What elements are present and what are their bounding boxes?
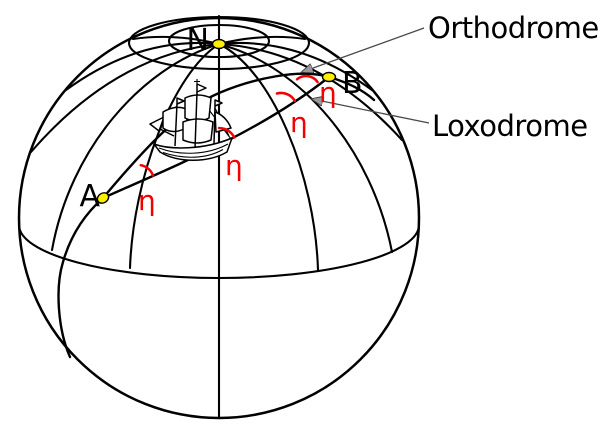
angle-label-3: η [290, 106, 308, 139]
north-pole-marker [211, 38, 227, 50]
north-pole-label: N [187, 23, 209, 58]
meridian-line [217, 42, 404, 142]
orthodrome-arrow [302, 27, 425, 72]
loxodrome-arrow [312, 99, 430, 124]
point-a-label: A [79, 179, 100, 214]
angle-label-4: η [319, 76, 337, 109]
parallel-line [167, 23, 271, 59]
ship-hull-plank [162, 149, 224, 158]
point-markers [96, 38, 337, 204]
angle-arc-4 [295, 74, 319, 84]
parallel-line [127, 15, 311, 71]
point-b-label: B [342, 66, 363, 101]
meridian-line [128, 42, 221, 270]
orthodrome-label: Orthodrome [428, 11, 599, 45]
angle-label-2: η [225, 149, 243, 182]
angle-label-1: η [138, 184, 156, 217]
ship-sail [182, 118, 214, 144]
ship-bow-pennant [149, 116, 165, 132]
meridian-line [64, 41, 221, 92]
equator-line [17, 223, 421, 280]
meridian-line [29, 42, 221, 154]
ship-mast-cross [194, 79, 200, 84]
meridian-line [217, 35, 307, 46]
meridian-line [217, 41, 374, 92]
sphere-wireframe [17, 14, 421, 420]
ship-hull-plank [158, 143, 229, 154]
course-angle-arcs [139, 74, 319, 177]
point-b-marker [321, 71, 337, 83]
text-labels: N A B Orthodrome Loxodrome η η η η [79, 11, 599, 217]
meridian-line [131, 35, 221, 46]
ship-mast [174, 103, 178, 147]
point-a-marker [96, 192, 110, 204]
angle-arc-3 [275, 91, 297, 103]
ship-icon [149, 79, 233, 161]
ship-flag [214, 99, 223, 107]
meridian-line [217, 42, 394, 254]
meridian-line [217, 42, 320, 272]
ship-mast [213, 105, 216, 145]
loxodrome-label: Loxodrome [432, 109, 588, 143]
ship-mast [194, 91, 198, 150]
angle-arc-1 [139, 163, 155, 177]
meridian-line [50, 42, 221, 252]
ship-sail [184, 94, 212, 122]
angle-arc-2 [217, 126, 236, 139]
ship-flag [176, 97, 185, 105]
label-arrows [302, 27, 430, 124]
ship-flag [196, 83, 207, 93]
